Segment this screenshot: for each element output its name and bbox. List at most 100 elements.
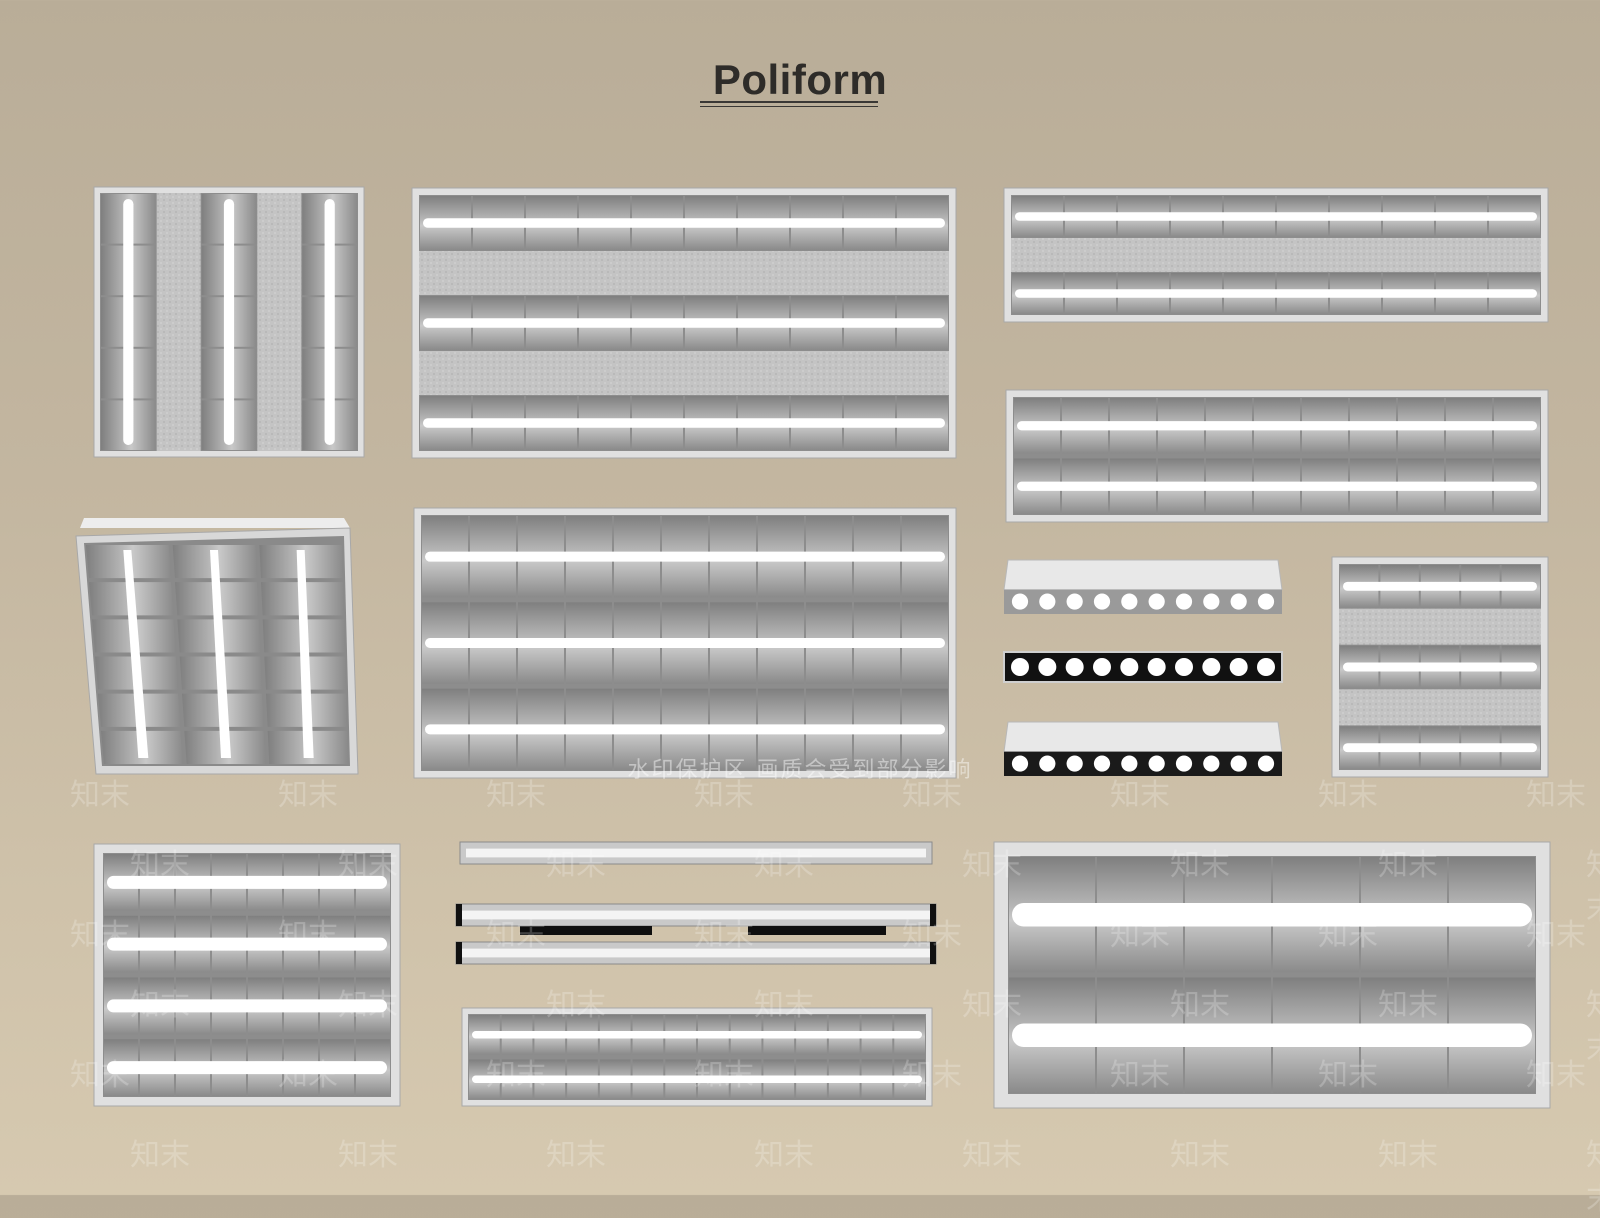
lamp-tube — [472, 1031, 922, 1039]
watermark-mark: 知末 — [338, 848, 398, 883]
fixture-wide-troffer-2 — [1003, 187, 1549, 323]
strip-end-cap — [456, 942, 462, 964]
watermark-mark: 知末 — [754, 988, 814, 1023]
watermark-mark: 知末 — [130, 988, 190, 1023]
watermark-mark: 知末 — [70, 778, 130, 813]
fixture-vertical-troffer-3 — [93, 186, 365, 458]
watermark-mark: 知末 — [546, 1138, 606, 1173]
spot-light — [1229, 658, 1248, 676]
strip-diffuser — [466, 848, 926, 858]
spot-light — [1065, 658, 1084, 676]
watermark-mark: 知末 — [1110, 778, 1170, 813]
watermark-mark: 知末 — [1378, 988, 1438, 1023]
watermark-mark: 知末 — [486, 1058, 546, 1093]
watermark-mark: 知末 — [546, 988, 606, 1023]
watermark-mark: 知末 — [1318, 1058, 1378, 1093]
fixture-linear-strip-double — [455, 941, 937, 965]
spot-light — [1203, 755, 1220, 772]
watermark-mark: 知末 — [546, 848, 606, 883]
spot-light — [1257, 658, 1275, 676]
lamp-tube — [425, 638, 945, 648]
fixture-small-troffer-3 — [1331, 556, 1549, 778]
brand-title: Poliform — [712, 56, 888, 103]
diffuser-panel — [1339, 608, 1541, 645]
watermark-mark: 知末 — [962, 848, 1022, 883]
lamp-tube — [1012, 1023, 1532, 1047]
spot-light — [1093, 593, 1111, 610]
watermark-mark: 知末 — [1318, 918, 1378, 953]
watermark-mark: 知末 — [962, 1138, 1022, 1173]
lamp-tube — [1015, 289, 1537, 298]
watermark-mark: 知末 — [1378, 1138, 1438, 1173]
watermark-mark: 知末 — [486, 778, 546, 813]
lamp-tube — [210, 550, 231, 758]
fixture-top-edge — [80, 518, 350, 528]
lamp-tube — [324, 199, 335, 445]
fixture-big-troffer-2 — [993, 841, 1551, 1109]
strip-diffuser — [462, 948, 930, 958]
diffuser-panel — [156, 193, 201, 451]
lamp-tube — [1012, 903, 1532, 927]
spot-light — [1147, 658, 1166, 676]
watermark-mark: 知末 — [754, 1138, 814, 1173]
spot-bar-top — [1003, 559, 1283, 591]
spot-light — [1120, 658, 1139, 676]
strip-mount-bar — [520, 926, 652, 935]
spot-light — [1257, 755, 1275, 772]
spot-light — [1011, 658, 1029, 676]
fixture-housing — [1008, 856, 1536, 1094]
diffuser-panel — [419, 251, 949, 295]
fixture-linear-strip-double — [455, 903, 937, 935]
watermark-mark: 知末 — [278, 1058, 338, 1093]
spot-light — [1011, 755, 1029, 772]
watermark-mark: 知末 — [902, 1058, 962, 1093]
watermark-mark: 知末 — [130, 848, 190, 883]
watermark-mark: 知末 — [1526, 778, 1586, 813]
lamp-tube — [423, 218, 945, 228]
spot-light — [1175, 755, 1193, 772]
watermark-mark: 知末 — [70, 918, 130, 953]
watermark-mark: 知末 — [1586, 840, 1600, 928]
spot-light — [1148, 593, 1165, 610]
watermark-mark: 知末 — [70, 1058, 130, 1093]
watermark-mark: 知末 — [1170, 1138, 1230, 1173]
brand-underline-bottom — [700, 106, 878, 107]
lamp-tube — [425, 724, 945, 735]
watermark-mark: 知末 — [1586, 980, 1600, 1068]
strip-diffuser — [462, 910, 930, 920]
lamp-tube — [123, 199, 134, 445]
fixture-wide-troffer-2-deep — [1005, 389, 1549, 523]
lamp-tube — [423, 418, 945, 428]
fixture-wide-troffer-3 — [411, 187, 957, 459]
watermark-mark: 知末 — [754, 848, 814, 883]
watermark-mark: 知末 — [694, 778, 754, 813]
spot-bar-top — [1003, 721, 1283, 753]
diffuser-panel — [1011, 238, 1541, 272]
spot-light — [1257, 593, 1275, 610]
fixture-spot-bar-white — [1003, 559, 1283, 614]
watermark-mark: 知末 — [1110, 918, 1170, 953]
brand-underline-top — [700, 101, 878, 103]
diffuser-panel — [257, 193, 302, 451]
spot-light — [1203, 593, 1220, 610]
watermark-mark: 知末 — [1378, 848, 1438, 883]
diffuser-panel — [1339, 689, 1541, 726]
watermark-mark: 知末 — [1526, 918, 1586, 953]
watermark-mark: 知末 — [1110, 1058, 1170, 1093]
strip-end-cap — [456, 904, 462, 926]
lamp-tube — [423, 318, 945, 328]
watermark-mark: 知末 — [130, 1138, 190, 1173]
spot-light — [1066, 755, 1083, 772]
lamp-tube — [1343, 743, 1537, 753]
spot-light — [1093, 755, 1111, 772]
fixture-perspective-troffer-3 — [75, 518, 359, 775]
lamp-tube — [1343, 662, 1537, 672]
watermark-mark: 知末 — [694, 918, 754, 953]
fixture-square-troffer-4 — [93, 843, 401, 1107]
lamp-tube — [1017, 421, 1537, 431]
lamp-tube — [107, 1061, 387, 1075]
watermark-mark: 知末 — [338, 1138, 398, 1173]
fixture-slim-troffer-2 — [461, 1007, 933, 1107]
strip-end-cap — [930, 904, 936, 926]
strip-end-cap — [930, 942, 936, 964]
